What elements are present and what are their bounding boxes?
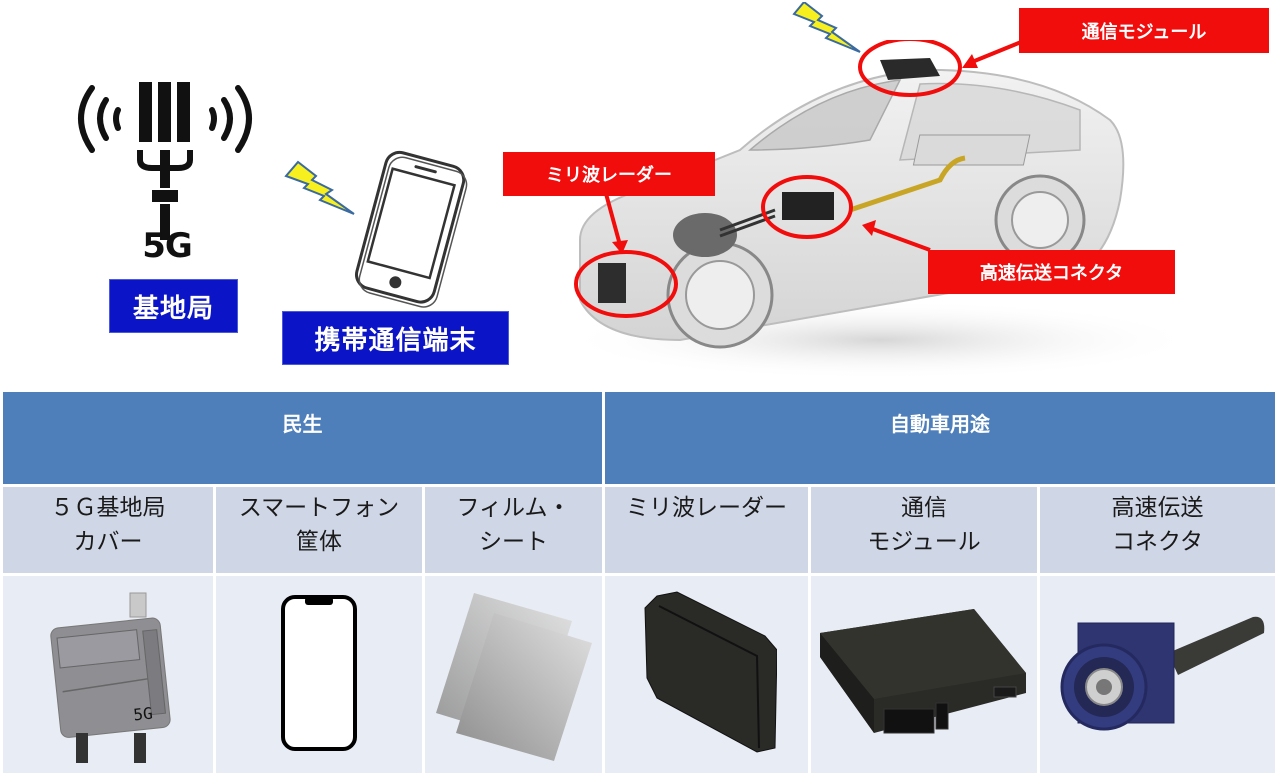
group-automotive: 自動車用途	[602, 389, 1279, 487]
lightning-bolt-icon	[792, 2, 861, 53]
smartphone-icon	[354, 150, 468, 308]
comm-module-image	[820, 608, 1027, 733]
col-hs-connector: 高速伝送 コネクタ	[1037, 484, 1279, 576]
col-mmwave-radar: ミリ波レーダー	[602, 484, 812, 576]
car-illustration	[520, 37, 1200, 380]
callout-comm-module: 通信モジュール	[1019, 8, 1269, 53]
col-smartphone-housing: スマートフォン 筐体	[213, 484, 425, 576]
col-film-sheet: フィルム・ シート	[421, 484, 606, 576]
callout-mmwave-radar: ミリ波レーダー	[503, 152, 715, 196]
col-comm-module: 通信 モジュール	[808, 484, 1041, 576]
5g-logo: 5G	[142, 226, 193, 266]
cell-film-sheet	[421, 573, 606, 776]
cell-5g-cover: 5G	[0, 573, 216, 776]
mobile-terminal-label: 携帯通信端末	[282, 311, 509, 365]
connector-image	[1060, 616, 1264, 730]
callout-hs-connector: 高速伝送コネクタ	[928, 250, 1175, 294]
smartphone-image	[281, 594, 357, 751]
application-table: 民生 自動車用途 ５Ｇ基地局 カバー スマートフォン 筐体 フィルム・ シート …	[0, 389, 1279, 776]
base-station-cover-image: 5G	[50, 592, 171, 763]
cell-tower-icon	[78, 82, 252, 240]
cell-mmwave-radar	[602, 573, 812, 776]
cell-smartphone	[213, 573, 425, 776]
lightning-bolt-icon	[284, 160, 355, 215]
base-station-illustration: 5G	[60, 78, 270, 288]
base-station-label: 基地局	[109, 279, 238, 333]
svg-text:5G: 5G	[132, 703, 153, 724]
car-cutaway-image	[560, 37, 1200, 380]
group-header-row: 民生 自動車用途	[0, 389, 1279, 487]
column-header-row: ５Ｇ基地局 カバー スマートフォン 筐体 フィルム・ シート ミリ波レーダー 通…	[0, 484, 1279, 576]
cell-comm-module	[808, 573, 1041, 776]
cell-hs-connector	[1037, 573, 1279, 776]
radar-module-image	[644, 590, 778, 753]
col-5g-cover: ５Ｇ基地局 カバー	[0, 484, 216, 576]
image-row: 5G	[0, 573, 1279, 776]
group-consumer: 民生	[0, 389, 606, 487]
film-sheet-image	[435, 592, 592, 761]
